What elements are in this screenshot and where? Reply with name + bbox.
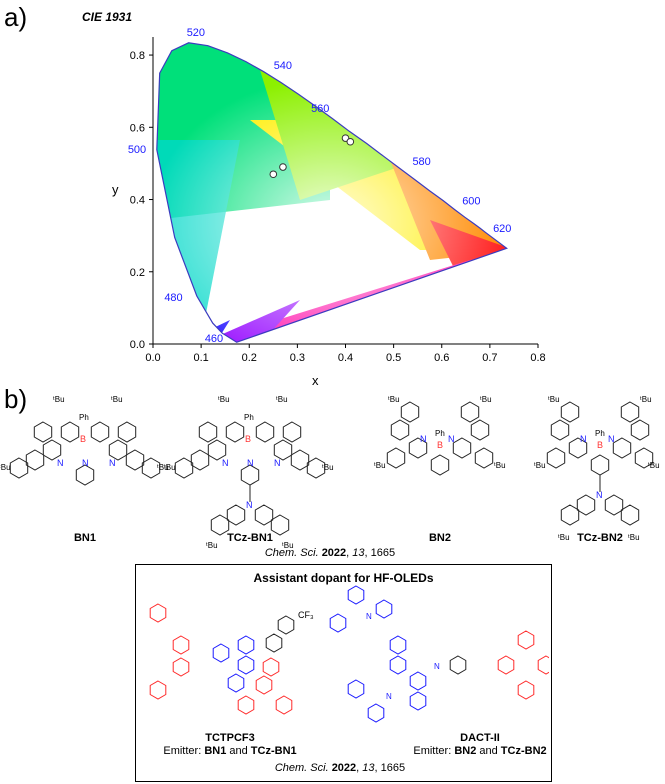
chart-title: CIE 1931 (82, 10, 133, 24)
svg-text:N: N (274, 458, 281, 468)
svg-text:ᵗBu: ᵗBu (640, 395, 652, 404)
data-point (269, 170, 278, 179)
tczbn2-structure: N Ph B N N ᵗBu ᵗBu ᵗBu ᵗBu ᵗBu ᵗBu (534, 395, 660, 542)
y-tick-label: 0.4 (130, 195, 145, 207)
y-tick-label: 0.0 (130, 339, 145, 351)
svg-text:ᵗBu: ᵗBu (558, 533, 570, 542)
tczbn2-caption: TCz-BN2 (577, 532, 623, 544)
svg-text:ᵗBu: ᵗBu (548, 395, 560, 404)
x-tick-label: 0.0 (145, 352, 160, 364)
wavelength-label: 500 (128, 144, 146, 156)
svg-text:ᵗBu: ᵗBu (53, 395, 65, 404)
x-tick-label: 0.1 (193, 352, 208, 364)
x-tick-label: 0.6 (434, 352, 449, 364)
dact-ii-caption: DACT-II (460, 732, 500, 744)
panel-b-label: b) (4, 384, 28, 414)
tctpcf3-structure: CF₃ (149, 603, 314, 715)
tczbn1-caption: TCz-BN1 (227, 532, 273, 544)
x-tick-label: 0.7 (482, 352, 497, 364)
svg-text:N: N (608, 434, 615, 444)
svg-text:N: N (448, 434, 455, 444)
citation-top: Chem. Sci. 2022, 13, 1665 (264, 547, 396, 559)
wavelength-label: 560 (311, 103, 329, 115)
svg-text:N: N (434, 662, 440, 671)
svg-text:ᵗBu: ᵗBu (111, 395, 123, 404)
x-tick-label: 0.5 (386, 352, 401, 364)
svg-text:N: N (580, 434, 587, 444)
svg-text:Ph: Ph (595, 429, 605, 438)
bn1-caption: BN1 (73, 532, 96, 544)
svg-text:ᵗBu: ᵗBu (218, 395, 230, 404)
svg-text:ᵗBu: ᵗBu (276, 395, 288, 404)
svg-text:Ph: Ph (435, 429, 445, 438)
svg-text:ᵗBu: ᵗBu (480, 395, 492, 404)
x-tick-label: 0.3 (290, 352, 305, 364)
bn1-boron: B (80, 434, 86, 444)
svg-text:ᵗBu: ᵗBu (282, 541, 294, 550)
wavelength-label: 480 (164, 292, 182, 304)
svg-text:N: N (57, 458, 64, 468)
svg-text:ᵗBu: ᵗBu (628, 533, 640, 542)
wavelength-label: 580 (412, 156, 430, 168)
data-point (279, 163, 287, 171)
x-axis-label: x (312, 373, 319, 388)
bn2-structure: Ph B N N ᵗBu ᵗBu ᵗBu ᵗBu (374, 395, 506, 476)
svg-text:N: N (246, 500, 253, 510)
assistant-structures: CF₃ N N N (149, 585, 549, 723)
svg-text:Ph: Ph (79, 413, 89, 422)
svg-text:B: B (245, 434, 251, 444)
svg-text:ᵗBu: ᵗBu (388, 395, 400, 404)
cie-color-fill (156, 42, 507, 343)
svg-text:N: N (222, 458, 229, 468)
citation-bottom: Chem. Sci. 2022, 13, 1665 (274, 762, 406, 774)
svg-text:ᵗBu: ᵗBu (157, 463, 169, 472)
svg-text:B: B (597, 440, 603, 450)
svg-text:ᵗBu: ᵗBu (374, 461, 386, 470)
svg-text:N: N (366, 612, 372, 621)
svg-text:ᵗBu: ᵗBu (494, 461, 506, 470)
svg-text:N: N (386, 692, 392, 701)
assistant-dopant-box: Assistant dopant for HF-OLEDs (135, 564, 552, 782)
dact-ii-emitter: Emitter: BN2 and TCz-BN2 (413, 745, 547, 757)
tczbn1-structure: N Ph B N N N ᵗBu ᵗBu ᵗBu ᵗBu ᵗBu ᵗBu (164, 395, 334, 550)
cie-chart: 0.0 0.1 0.2 0.3 0.4 0.5 0.6 0.7 0.8 0.0 0.2 0.4 0.6… (128, 27, 546, 364)
svg-text:ᵗBu: ᵗBu (164, 463, 176, 472)
tctpcf3-emitter: Emitter: BN1 and TCz-BN1 (163, 745, 297, 757)
svg-text:N: N (109, 458, 116, 468)
data-point (346, 137, 355, 146)
svg-text:N: N (596, 490, 603, 500)
svg-text:ᵗBu: ᵗBu (648, 461, 660, 470)
svg-text:Ph: Ph (244, 413, 254, 422)
bn2-caption: BN2 (428, 532, 451, 544)
wavelength-label: 460 (205, 333, 223, 345)
bn1-structure: Ph B N N N ᵗBu ᵗBu ᵗBu ᵗBu (0, 395, 169, 486)
svg-text:ᵗBu: ᵗBu (322, 463, 334, 472)
x-tick-label: 0.8 (530, 352, 545, 364)
svg-text:ᵗBu: ᵗBu (0, 463, 11, 472)
y-tick-label: 0.2 (130, 267, 145, 279)
svg-text:N: N (82, 458, 89, 468)
svg-text:ᵗBu: ᵗBu (534, 461, 546, 470)
wavelength-label: 620 (493, 223, 511, 235)
y-tick-label: 0.8 (130, 50, 145, 62)
x-tick-label: 0.2 (242, 352, 257, 364)
svg-text:ᵗBu: ᵗBu (206, 541, 218, 550)
y-tick-label: 0.6 (130, 122, 145, 134)
y-axis-label: y (112, 182, 119, 197)
svg-text:N: N (247, 458, 254, 468)
dact-ii-structure: N N N (329, 585, 549, 723)
panel-a-label: a) (4, 2, 28, 32)
wavelength-label: 520 (187, 27, 205, 39)
wavelength-label: 600 (462, 195, 480, 207)
svg-text:B: B (437, 440, 443, 450)
spectral-locus (156, 42, 508, 343)
svg-text:CF₃: CF₃ (298, 610, 314, 620)
box-title: Assistant dopant for HF-OLEDs (253, 571, 434, 585)
x-tick-label: 0.4 (338, 352, 353, 364)
wavelength-label: 540 (274, 60, 292, 72)
svg-text:N: N (420, 434, 427, 444)
tctpcf3-caption: TCTPCF3 (205, 732, 255, 744)
